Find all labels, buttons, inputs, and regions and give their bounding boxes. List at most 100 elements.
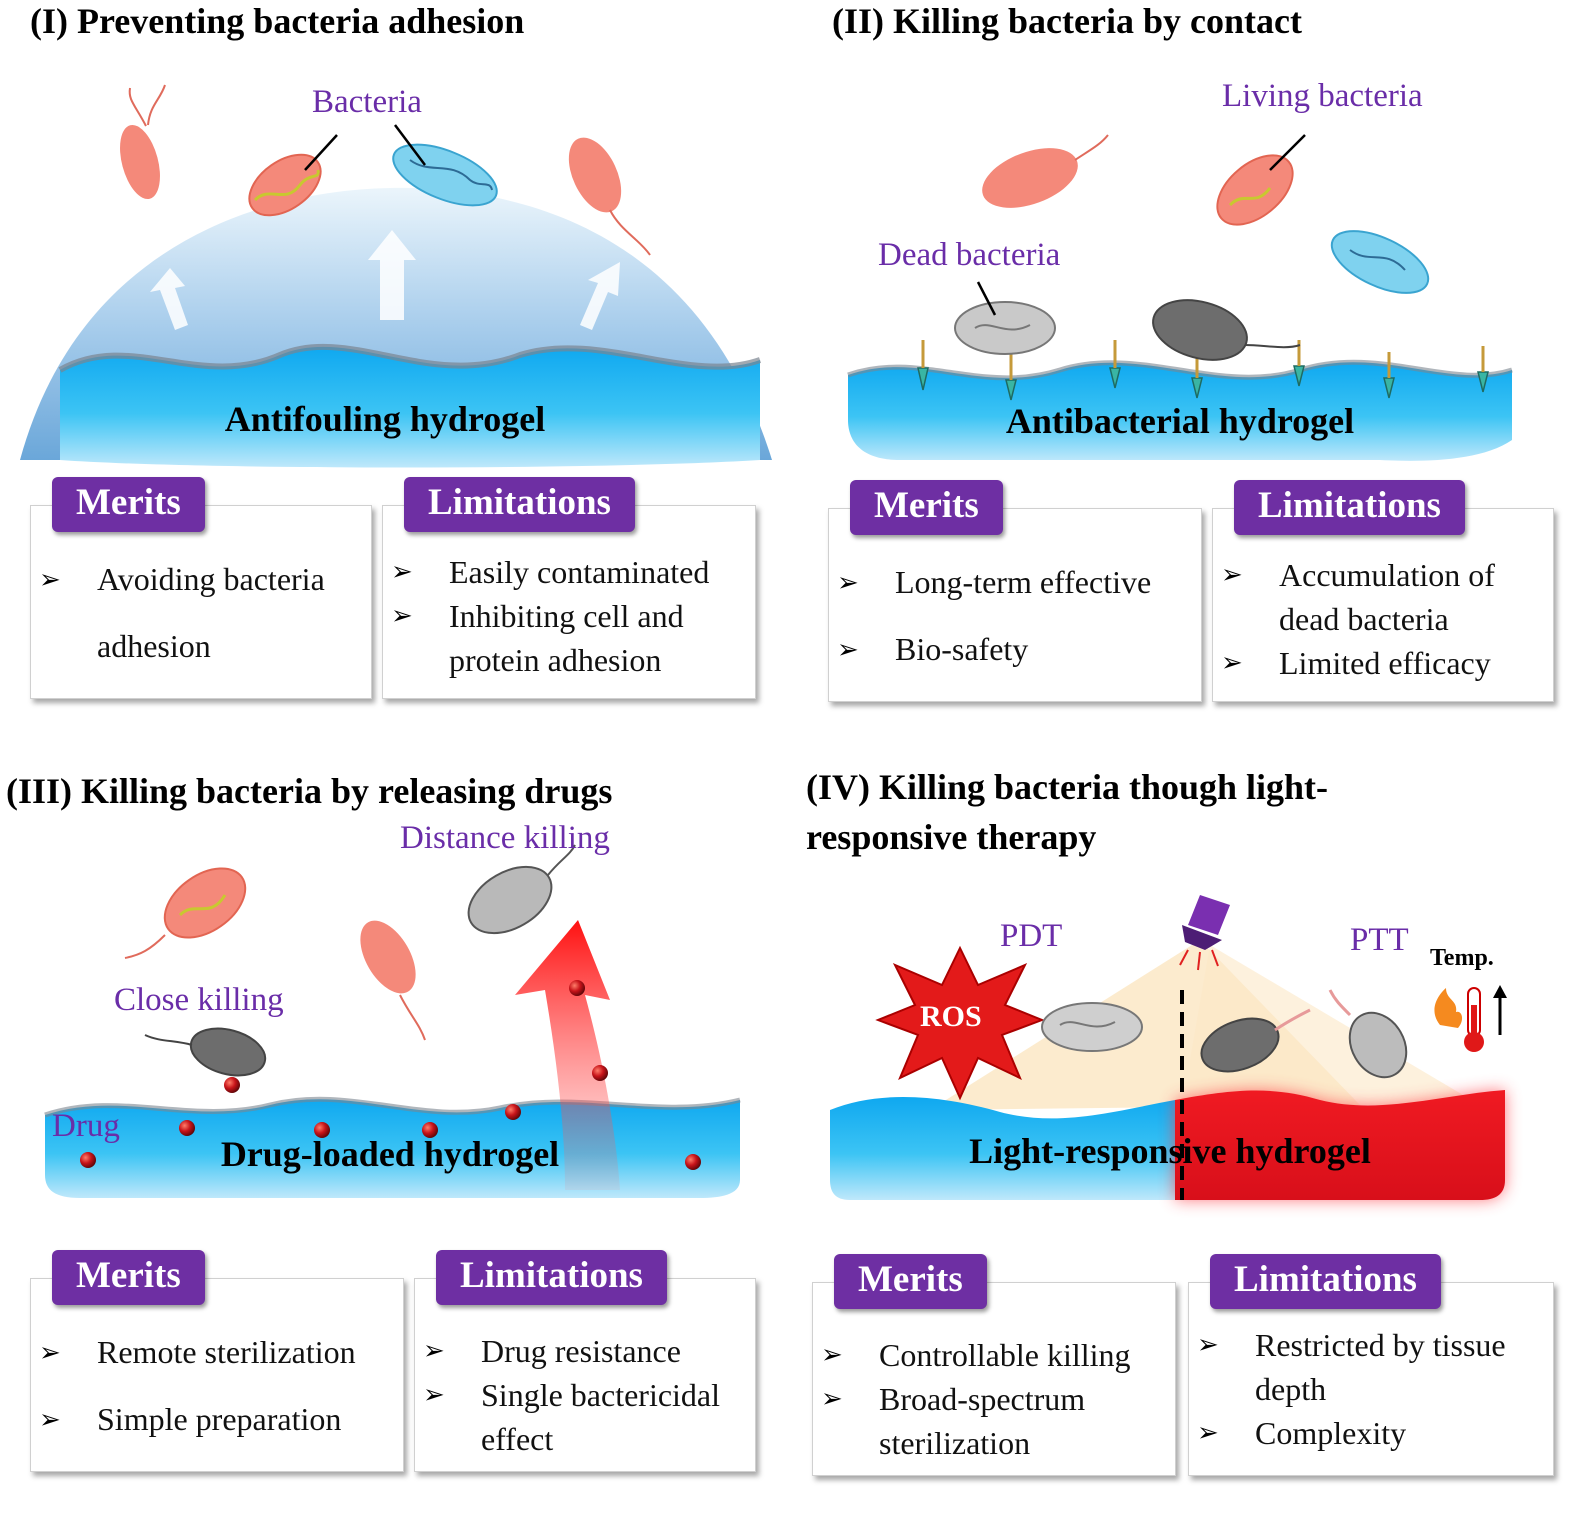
arrow-bullet-icon: ➢ [423, 1380, 445, 1409]
hydrogel-label: Light-responsive hydrogel [969, 1131, 1371, 1171]
list-item: ➢Accumulation of dead bacteria [1221, 553, 1544, 641]
limitations-list: ➢Drug resistance ➢Single bactericidal ef… [423, 1329, 751, 1461]
repel-arrow-icon [580, 262, 620, 330]
list-item: ➢Inhibiting cell and protein adhesion [391, 594, 729, 682]
merits-list: ➢Controllable killing ➢Broad-spectrum st… [821, 1333, 1159, 1465]
limitations-box: ➢Restricted by tissue depth ➢Complexity [1188, 1282, 1554, 1476]
dead-bacterium-icon [1041, 1002, 1143, 1052]
bacteria-label: Bacteria [312, 84, 422, 120]
arrow-bullet-icon: ➢ [39, 1338, 61, 1367]
ptt-label: PTT [1350, 922, 1409, 958]
living-bacteria-label: Living bacteria [1222, 78, 1423, 114]
bacterium-icon [360, 920, 426, 1041]
merits-badge: Merits [834, 1254, 987, 1309]
merits-box: ➢Avoiding bacteria adhesion [30, 505, 372, 699]
merits-list: ➢Remote sterilization ➢Simple preparatio… [39, 1319, 356, 1453]
spike-icon [917, 340, 1489, 401]
list-item: ➢Long-term effective [837, 549, 1151, 616]
bacterium-icon [1216, 134, 1306, 226]
list-item: ➢Complexity [1197, 1411, 1545, 1455]
temperature-up-arrow-icon [1493, 985, 1507, 1035]
limitations-list: ➢Easily contaminated ➢Inhibiting cell an… [391, 550, 729, 682]
dead-bacterium-icon [144, 1027, 267, 1077]
dead-bacterium-icon [954, 281, 1056, 355]
list-item: ➢Limited efficacy [1221, 641, 1544, 685]
arrow-bullet-icon: ➢ [821, 1340, 843, 1369]
pdt-label: PDT [1000, 918, 1063, 954]
arrow-bullet-icon: ➢ [837, 568, 859, 597]
hydrogel-label: Antifouling hydrogel [224, 399, 546, 439]
limitations-list: ➢Restricted by tissue depth ➢Complexity [1197, 1323, 1545, 1455]
dead-bacterium-icon [467, 844, 576, 935]
limitations-box: ➢Accumulation of dead bacteria ➢Limited … [1212, 508, 1554, 702]
drug-loaded-scene [44, 844, 741, 1198]
merits-box: ➢Long-term effective ➢Bio-safety [828, 508, 1202, 702]
merits-list: ➢Long-term effective ➢Bio-safety [837, 549, 1151, 683]
limitations-badge: Limitations [1234, 480, 1465, 535]
merits-list: ➢Avoiding bacteria adhesion [39, 546, 367, 680]
arrow-bullet-icon: ➢ [1197, 1418, 1219, 1447]
limitations-badge: Limitations [436, 1250, 667, 1305]
limitations-badge: Limitations [1210, 1254, 1441, 1309]
hydrogel-label: Drug-loaded hydrogel [220, 1134, 560, 1174]
thermometer-icon [1464, 987, 1484, 1052]
bacterium-icon [120, 84, 166, 199]
bacterium-icon [982, 134, 1109, 208]
heated-hydrogel-slab [1175, 1090, 1505, 1200]
list-item: ➢Remote sterilization [39, 1319, 356, 1386]
close-killing-label: Close killing [114, 982, 284, 1018]
list-item: ➢Restricted by tissue depth [1197, 1323, 1545, 1411]
limitations-box: ➢Easily contaminated ➢Inhibiting cell an… [382, 505, 756, 699]
panel-title: (III) Killing bacteria by releasing drug… [6, 771, 613, 811]
list-item: ➢Broad-spectrum sterilization [821, 1377, 1159, 1465]
antifouling-scene [20, 84, 772, 468]
arrow-bullet-icon: ➢ [39, 1405, 61, 1434]
merits-badge: Merits [850, 480, 1003, 535]
merits-box: ➢Remote sterilization ➢Simple preparatio… [30, 1278, 404, 1472]
panel-title: (II) Killing bacteria by contact [832, 1, 1302, 41]
bacterium-icon [248, 134, 338, 217]
arrow-bullet-icon: ➢ [391, 601, 413, 630]
dead-bacterium-icon [1200, 1008, 1311, 1073]
merits-badge: Merits [52, 477, 205, 532]
panel-title: (I) Preventing bacteria adhesion [30, 1, 525, 41]
bacterium-icon [568, 137, 651, 256]
bacterium-icon [392, 124, 498, 207]
repel-arrow-icon [368, 230, 416, 320]
hydrogel-slab [830, 1097, 1175, 1200]
bacterium-icon [1330, 230, 1430, 294]
hydrogel-label: Antibacterial hydrogel [1005, 401, 1355, 441]
arrow-bullet-icon: ➢ [391, 557, 413, 586]
dead-bacteria-label: Dead bacteria [878, 237, 1061, 273]
ros-label: ROS [920, 1000, 982, 1033]
panel-title-line-1: (IV) Killing bacteria though light- [806, 767, 1329, 807]
hydrogel-slab [60, 346, 760, 468]
drug-particle-icon [80, 980, 701, 1170]
list-item: ➢Controllable killing [821, 1333, 1159, 1377]
temp-label: Temp. [1430, 945, 1494, 971]
merits-box: ➢Controllable killing ➢Broad-spectrum st… [812, 1282, 1176, 1476]
arrow-bullet-icon: ➢ [821, 1384, 843, 1413]
flame-icon [1434, 988, 1463, 1028]
panel-title-line-2: responsive therapy [806, 817, 1097, 857]
arrow-bullet-icon: ➢ [837, 635, 859, 664]
light-responsive-scene [830, 895, 1507, 1200]
dead-bacterium-icon [1328, 989, 1408, 1079]
arrow-bullet-icon: ➢ [39, 565, 61, 594]
list-item: ➢Single bactericidal effect [423, 1373, 751, 1461]
ros-burst-icon [875, 945, 1045, 1101]
antibacterial-scene [847, 134, 1513, 461]
list-item: ➢Easily contaminated [391, 550, 729, 594]
drug-label: Drug [52, 1108, 120, 1144]
list-item: ➢Bio-safety [837, 616, 1151, 683]
dead-bacterium-icon [1152, 299, 1301, 361]
release-arrow-icon [515, 920, 620, 1190]
lamp-icon [1179, 895, 1230, 971]
arrow-bullet-icon: ➢ [1221, 560, 1243, 589]
list-item: ➢Simple preparation [39, 1386, 356, 1453]
merits-badge: Merits [52, 1250, 205, 1305]
list-item: ➢Drug resistance [423, 1329, 751, 1373]
limitations-list: ➢Accumulation of dead bacteria ➢Limited … [1221, 553, 1544, 685]
arrow-bullet-icon: ➢ [1197, 1330, 1219, 1359]
repel-arrow-icon [150, 268, 188, 330]
